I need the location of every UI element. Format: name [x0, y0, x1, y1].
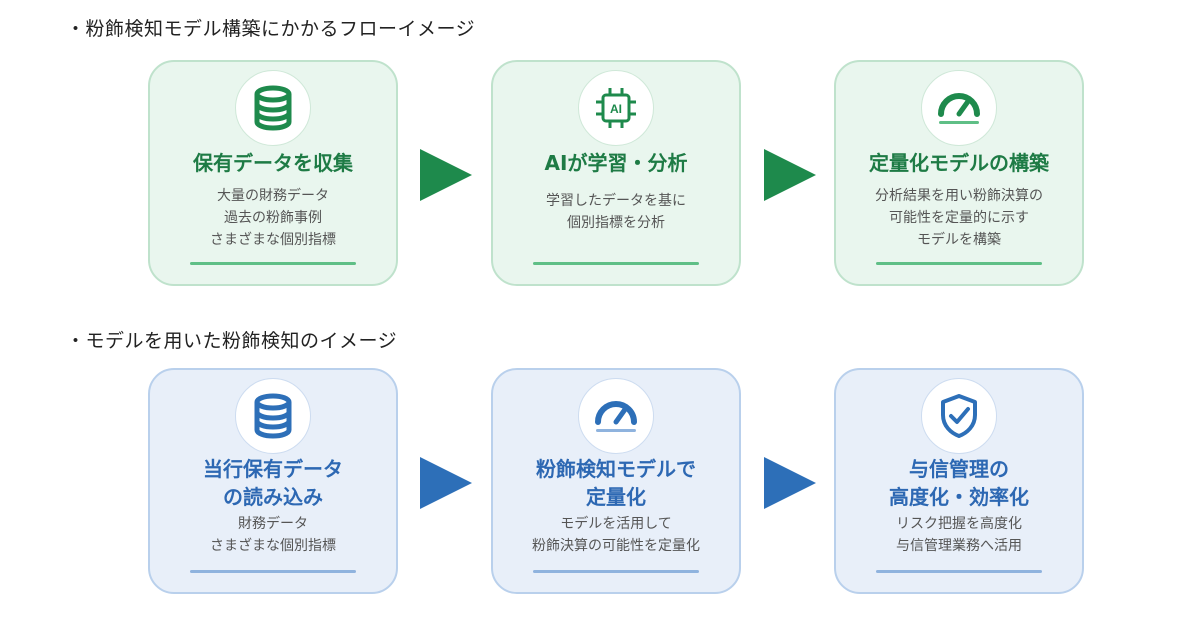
database-icon — [254, 393, 292, 439]
ai-chip-icon: AI — [596, 88, 636, 128]
flow-arrow-right-icon — [420, 457, 472, 509]
card-underline — [876, 570, 1042, 573]
card-title: AIが学習・分析 — [544, 151, 688, 175]
card-load-data: 当行保有データ の読み込み 財務データ さまざまな個別指標 — [148, 368, 398, 594]
icon-badge — [921, 378, 997, 454]
card-title: 当行保有データ の読み込み — [203, 457, 343, 509]
card-collect-data: 保有データを収集 大量の財務データ 過去の粉飾事例 さまざまな個別指標 — [148, 60, 398, 286]
card-title: 与信管理の 高度化・効率化 — [889, 457, 1029, 509]
icon-badge — [235, 378, 311, 454]
icon-badge — [921, 70, 997, 146]
card-ai-learn: AI AIが学習・分析 学習したデータを基に 個別指標を分析 — [491, 60, 741, 286]
flow-arrow-right-icon — [420, 149, 472, 201]
gauge-icon — [595, 401, 637, 432]
card-description: 分析結果を用い粉飾決算の 可能性を定量的に示す モデルを構築 — [875, 188, 1043, 248]
card-underline — [876, 262, 1042, 265]
section-title-model-detection: ・モデルを用いた粉飾検知のイメージ — [66, 330, 398, 352]
icon-badge — [578, 378, 654, 454]
card-underline — [533, 262, 699, 265]
card-description: 大量の財務データ 過去の粉飾事例 さまざまな個別指標 — [210, 188, 336, 248]
card-underline — [190, 262, 356, 265]
section-title-model-build-flow: ・粉飾検知モデル構築にかかるフローイメージ — [66, 18, 476, 40]
card-title: 定量化モデルの構築 — [869, 151, 1049, 175]
card-quantify: 粉飾検知モデルで 定量化 モデルを活用して 粉飾決算の可能性を定量化 — [491, 368, 741, 594]
gauge-icon — [938, 93, 980, 124]
flow-arrow-right-icon — [764, 149, 816, 201]
card-description: リスク把握を高度化 与信管理業務へ活用 — [896, 516, 1022, 554]
card-description: モデルを活用して 粉飾決算の可能性を定量化 — [532, 516, 700, 554]
card-title: 保有データを収集 — [193, 151, 353, 175]
database-icon — [254, 85, 292, 131]
card-credit-management: 与信管理の 高度化・効率化 リスク把握を高度化 与信管理業務へ活用 — [834, 368, 1084, 594]
flow-arrow-right-icon — [764, 457, 816, 509]
card-underline — [190, 570, 356, 573]
icon-badge — [235, 70, 311, 146]
shield-check-icon — [941, 394, 977, 438]
card-description: 学習したデータを基に 個別指標を分析 — [546, 193, 686, 231]
icon-badge: AI — [578, 70, 654, 146]
card-underline — [533, 570, 699, 573]
card-title: 粉飾検知モデルで 定量化 — [536, 457, 696, 509]
card-build-model: 定量化モデルの構築 分析結果を用い粉飾決算の 可能性を定量的に示す モデルを構築 — [834, 60, 1084, 286]
card-description: 財務データ さまざまな個別指標 — [210, 516, 336, 554]
svg-text:AI: AI — [610, 102, 622, 116]
